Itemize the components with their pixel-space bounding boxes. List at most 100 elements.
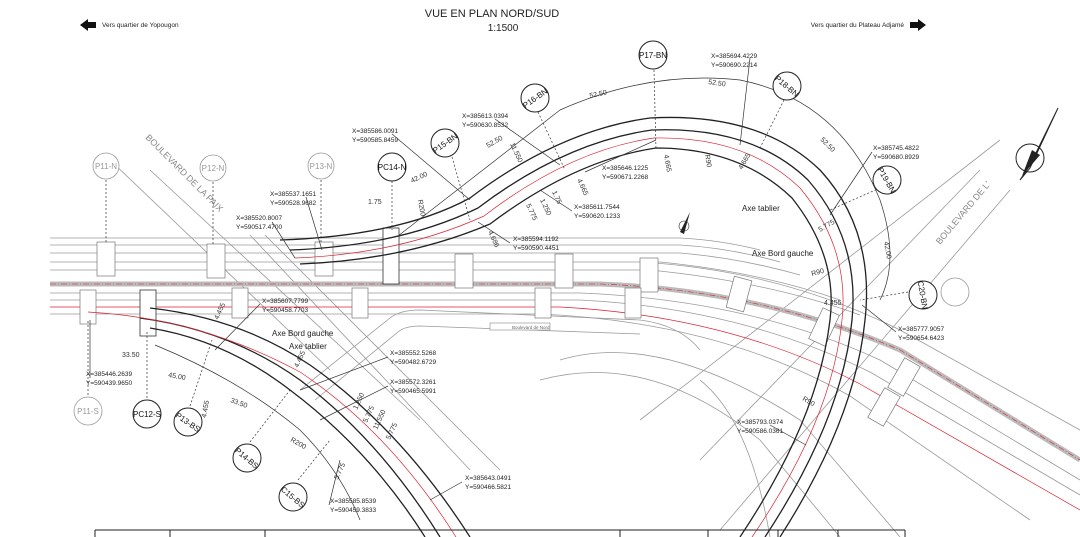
drawing-text: Y=590482.6729 (390, 359, 436, 366)
boulevard-right-label: BOULEVARD DE L' (934, 179, 993, 246)
drawing-text: Y=590671.2268 (602, 174, 648, 181)
drawing-text: 45.00 (168, 372, 187, 382)
title-block-table (94, 529, 906, 537)
pier-pc14-n: PC14-N (377, 152, 407, 182)
pier-p15-bn: P15-BN (430, 128, 460, 158)
pier-p18-bn: P18-BN (772, 71, 802, 101)
pier-p16-bn: P16-BN (520, 83, 550, 113)
pier-c15-bs: C15-BS (278, 482, 308, 512)
drawing-text: Y=590466.5821 (465, 484, 511, 491)
drawing-text: P13-N (310, 162, 333, 171)
drawing-text: R200 (416, 199, 426, 217)
drawing-text: X=385613.0394 (462, 113, 508, 120)
main-deck (50, 237, 1080, 521)
drawing-text: X=385586.0091 (352, 128, 398, 135)
drawing-title: VUE EN PLAN NORD/SUD (425, 8, 560, 20)
drawing-text: X=385611.7544 (574, 204, 620, 211)
drawing-text: 5.775 (385, 422, 399, 441)
drawing-text: P11-N (95, 162, 117, 171)
south-ramp (87, 307, 471, 537)
pier-p14-bs: P14-BS (232, 443, 262, 473)
drawing-text: X=385537.1651 (270, 191, 316, 198)
drawing-text: 5.775 (524, 203, 538, 222)
drawing-text: X=385607.7799 (262, 298, 308, 305)
drawing-text: R90 (703, 154, 712, 168)
drawing-text: 4.665 (575, 178, 589, 197)
axe-bord-gauche-label-south: Axe Bord gauche (272, 329, 334, 338)
axe-tablier-label-north: Axe tablier (742, 204, 780, 213)
drawing-text: PC12-S (133, 410, 161, 419)
pier-p13-n: P13-N (307, 152, 335, 180)
drawing-text: 5.775 (362, 405, 376, 424)
drawing-text: Y=590590.4451 (513, 245, 559, 252)
drawing-text: 52.50 (486, 135, 505, 150)
pier-p13-bs: P13-BS (173, 407, 203, 437)
drawing-text: PC14-N (378, 163, 407, 172)
drawing-text: Y=590439.9650 (86, 380, 132, 387)
drawing-text: Y=590465.5991 (390, 388, 436, 395)
drawing-text: 4.665 (662, 154, 672, 173)
drawing-text: Y=590517.4700 (236, 224, 282, 231)
pier-p12-n: P12-N (199, 154, 227, 182)
drawing-text: 4.455 (213, 302, 227, 321)
drawing-scale: 1:1500 (488, 23, 519, 34)
small-north-arrow-icon (678, 212, 690, 234)
axe-bord-gauche-label-north: Axe Bord gauche (752, 249, 814, 258)
drawing-text: 11.550 (372, 409, 387, 431)
drawing-text: Y=590585.8459 (352, 137, 398, 144)
drawing-text: 5.775 (818, 219, 837, 234)
drawing-text: X=385777.9057 (898, 326, 944, 333)
drawing-text: Y=590680.8929 (873, 154, 919, 161)
drawing-text: 52.50 (589, 89, 608, 100)
drawing-text: Y=590459.3833 (330, 507, 376, 514)
drawing-text: Y=590586.0361 (737, 428, 783, 435)
drawing-text: X=385646.1225 (602, 165, 648, 172)
pier-p17-bn: P17-BN (638, 40, 668, 70)
drawing-text: X=385585.8539 (330, 498, 376, 505)
drawing-text: 4.455 (201, 400, 211, 419)
drawing-text: X=385446.2639 (86, 371, 132, 378)
arrow-left-icon (80, 19, 96, 31)
drawing-text: X=385572.3261 (390, 379, 436, 386)
drawing-text: Y=590620.1233 (574, 213, 620, 220)
drawing-text: 42.00 (882, 241, 892, 260)
drawing-text: R90 (811, 268, 825, 278)
drawing-text: 33.50 (122, 352, 140, 359)
drawing-text: X=385643.0491 (465, 475, 511, 482)
drawing-text: P17-BN (639, 51, 667, 60)
drawing-text: X=385793.0374 (737, 419, 783, 426)
drawing-text: 11.550 (508, 142, 523, 164)
ground-ramp: Boulevard de Nord (299, 309, 901, 537)
drawing-text: 33.50 (229, 397, 248, 410)
drawing-text: X=385694.4229 (711, 53, 757, 60)
drawing-text: 52.50 (819, 136, 836, 153)
drawing-text: 1.250 (538, 198, 552, 217)
axe-tablier-label-south: Axe tablier (289, 342, 327, 351)
right-direction-label: Vers quartier du Plateau Adjamé (811, 22, 905, 29)
ramp-label: Boulevard de Nord (512, 325, 550, 330)
drawing-text: Y=590654.6423 (898, 335, 944, 342)
arrow-right-icon (910, 19, 926, 31)
drawing-text: X=385594.1192 (513, 236, 559, 243)
drawing-text: P12-N (202, 164, 225, 173)
drawing-text: X=385745.4822 (873, 145, 919, 152)
north-ramp (279, 77, 891, 537)
pier-c20-bn: C20-BN (908, 280, 938, 310)
drawing-text: 1.75 (368, 199, 382, 206)
